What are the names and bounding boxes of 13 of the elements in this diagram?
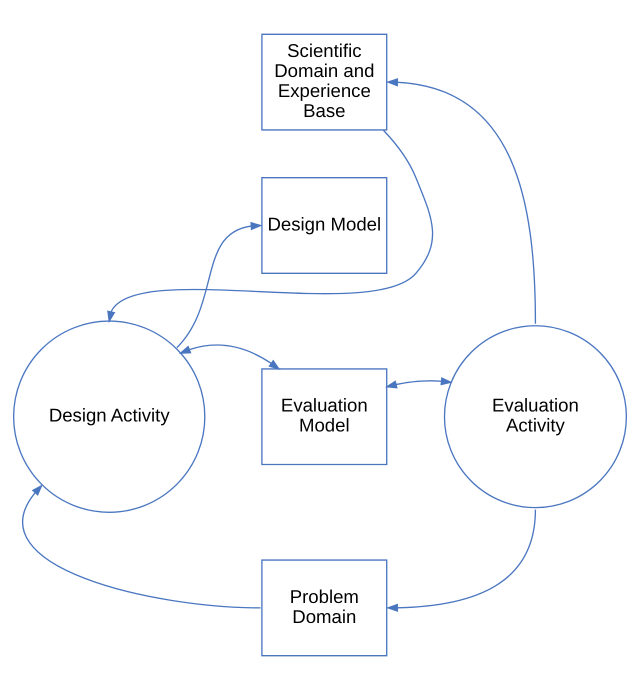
arrow: [386, 78, 536, 324]
node-box: Evaluation Model: [261, 368, 388, 466]
node-box: Design Model: [261, 177, 388, 274]
node-circle: Design Activity: [12, 320, 206, 513]
arrow: [22, 484, 261, 609]
arrow: [107, 130, 434, 324]
node-box: Scientific Domain and Experience Base: [261, 34, 388, 131]
node-circle: Evaluation Activity: [444, 325, 628, 508]
arrow: [178, 344, 280, 370]
arrow: [385, 377, 453, 388]
arrow: [386, 510, 536, 612]
arrow: [176, 222, 263, 348]
node-box: Problem Domain: [261, 559, 388, 656]
